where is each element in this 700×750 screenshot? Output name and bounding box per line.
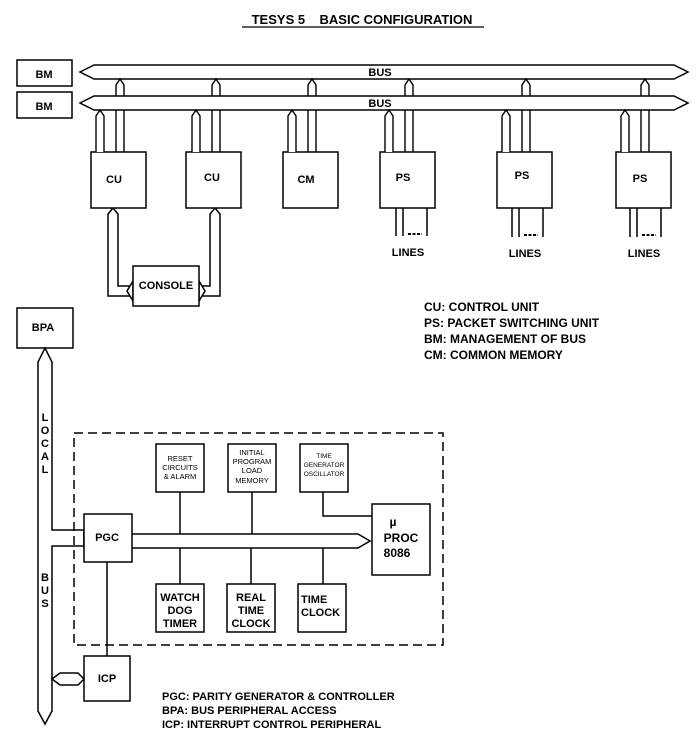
legend-bottom-1: PGC: PARITY GENERATOR & CONTROLLER bbox=[162, 691, 395, 703]
cu1-console-arrow bbox=[126, 278, 134, 304]
cm-box bbox=[282, 151, 339, 209]
bus-connector-2-1 bbox=[307, 77, 317, 152]
reset-line-3: & ALARM bbox=[164, 472, 197, 481]
console-box bbox=[132, 265, 200, 307]
icp-bus-link bbox=[50, 672, 86, 686]
bus-connector-3-0 bbox=[384, 108, 394, 152]
bpa-label: BPA bbox=[32, 322, 54, 334]
diagram-title: TESYS 5 BASIC CONFIGURATION bbox=[252, 12, 473, 27]
processor-module bbox=[73, 432, 444, 646]
reset-line-1: RESET bbox=[167, 454, 192, 463]
watchdog-box bbox=[155, 583, 205, 633]
ps-label-1: PS bbox=[396, 172, 411, 184]
pgc-label: PGC bbox=[95, 532, 119, 544]
local-letter-l2: L bbox=[42, 464, 49, 476]
pgc-box bbox=[83, 513, 133, 563]
bus-connector-1-0 bbox=[191, 108, 201, 152]
cu-label-1: CU bbox=[106, 174, 122, 186]
tgo-line-2: GENERATOR bbox=[304, 462, 345, 469]
ps-label-2: PS bbox=[515, 170, 530, 182]
system-bus-2 bbox=[78, 95, 690, 111]
lines-label-2: LINES bbox=[509, 248, 541, 260]
ps-lines-2 bbox=[511, 208, 544, 237]
local-letter-a: A bbox=[41, 451, 49, 463]
proc-line-2: PROC bbox=[384, 531, 419, 545]
icp-label: ICP bbox=[98, 673, 116, 685]
local-letter-l: L bbox=[42, 412, 49, 424]
bus-letter-b: B bbox=[41, 572, 49, 584]
bus-connector-5-1 bbox=[640, 77, 650, 152]
cu1-console-link bbox=[107, 207, 133, 297]
ps-box-3 bbox=[615, 151, 672, 209]
bus-connector-1-1 bbox=[211, 77, 221, 152]
ps-lines-3 bbox=[629, 208, 662, 237]
lines-label-1: LINES bbox=[392, 247, 424, 259]
bus-connector-2-0 bbox=[287, 108, 297, 152]
ipl-box bbox=[227, 443, 277, 493]
legend-bottom-2: BPA: BUS PERIPHERAL ACCESS bbox=[162, 705, 337, 717]
tgo-line-3: OSCILLATOR bbox=[304, 471, 345, 478]
cm-label: CM bbox=[297, 174, 314, 186]
timeclock-line-1: TIME bbox=[301, 594, 327, 606]
ipl-line-3: LOAD bbox=[242, 466, 263, 475]
icp-box bbox=[83, 655, 131, 702]
ipl-line-4: MEMORY bbox=[235, 476, 269, 485]
bus-connector-4-1 bbox=[521, 77, 531, 152]
bus-letter-u: U bbox=[41, 585, 49, 597]
ps-box-2 bbox=[496, 151, 553, 209]
rtc-line-2: TIME bbox=[238, 605, 264, 617]
ipl-line-2: PROGRAM bbox=[233, 457, 272, 466]
system-bus-1 bbox=[78, 64, 690, 80]
cu2-console-link bbox=[199, 207, 221, 297]
bus-connector-0-0 bbox=[95, 108, 105, 152]
legend-top-1: CU: CONTROL UNIT bbox=[424, 300, 540, 314]
cu-box-2 bbox=[185, 151, 242, 209]
watchdog-line-2: DOG bbox=[167, 605, 192, 617]
watchdog-line-1: WATCH bbox=[160, 592, 200, 604]
bus-connector-4-0 bbox=[501, 108, 511, 152]
proc-box bbox=[371, 503, 431, 576]
legend-top-4: CM: COMMON MEMORY bbox=[424, 348, 563, 362]
bpa-box bbox=[16, 307, 74, 349]
cu-box-1 bbox=[90, 151, 147, 209]
bus-connector-3-1 bbox=[404, 77, 414, 152]
bm-box-2 bbox=[16, 91, 73, 119]
bus-connector-0-1 bbox=[115, 77, 125, 152]
cu-label-2: CU bbox=[204, 172, 220, 184]
rtc-line-3: CLOCK bbox=[231, 618, 270, 630]
reset-box bbox=[155, 443, 205, 493]
ps-lines-1 bbox=[395, 208, 428, 236]
proc-line-3: 8086 bbox=[384, 546, 411, 560]
cu2-console-arrow bbox=[198, 278, 206, 304]
bus-connector-5-0 bbox=[620, 108, 630, 152]
bm-label-2: BM bbox=[35, 101, 52, 113]
bm-label-1: BM bbox=[35, 69, 52, 81]
bus-label-2: BUS bbox=[368, 98, 391, 110]
bus-letter-s: S bbox=[41, 598, 48, 610]
lines-label-3: LINES bbox=[628, 248, 660, 260]
local-letter-c: C bbox=[41, 438, 49, 450]
legend-top-3: BM: MANAGEMENT OF BUS bbox=[424, 332, 586, 346]
ps-label-3: PS bbox=[633, 173, 648, 185]
ps-box-1 bbox=[379, 151, 436, 209]
ipl-line-1: INITIAL bbox=[239, 448, 264, 457]
legend-bottom-3: ICP: INTERRUPT CONTROL PERIPHERAL bbox=[162, 719, 381, 731]
tgo-line-1: TIME bbox=[316, 453, 332, 460]
bm-box-1 bbox=[16, 59, 73, 87]
tgo-box bbox=[299, 443, 349, 493]
timeclock-line-2: CLOCK bbox=[301, 607, 340, 619]
rtc-line-1: REAL bbox=[236, 592, 266, 604]
bus-label-1: BUS bbox=[368, 67, 391, 79]
rtc-box bbox=[226, 583, 276, 633]
reset-line-2: CIRCUITS bbox=[162, 463, 197, 472]
console-label: CONSOLE bbox=[139, 280, 193, 292]
proc-line-1: µ bbox=[390, 515, 397, 529]
legend-top-2: PS: PACKET SWITCHING UNIT bbox=[424, 316, 600, 330]
local-bus bbox=[37, 346, 85, 726]
local-letter-o: O bbox=[41, 425, 50, 437]
timeclock-box bbox=[297, 583, 347, 633]
watchdog-line-3: TIMER bbox=[163, 618, 197, 630]
tgo-connector bbox=[322, 492, 372, 517]
